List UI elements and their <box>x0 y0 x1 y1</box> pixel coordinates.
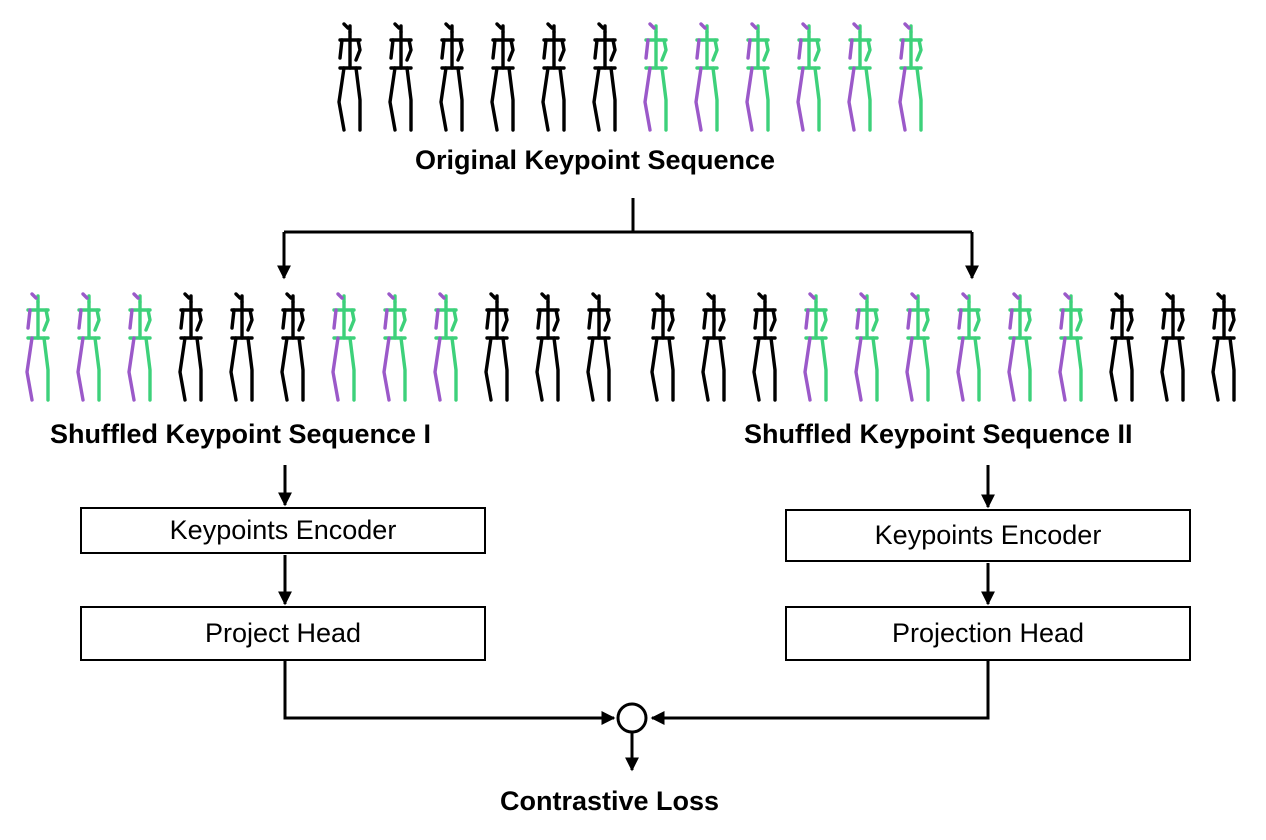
shuffled-sequence-2 <box>650 292 1236 402</box>
skeleton-figure <box>701 292 726 402</box>
skeleton-figure <box>694 22 719 132</box>
arrow-head1-to-loss <box>283 661 616 725</box>
skeleton-figure <box>229 292 254 402</box>
skeleton-figure <box>433 292 458 402</box>
skeleton-figure <box>541 22 566 132</box>
arrow-head2-to-loss <box>650 661 990 725</box>
skeleton-figure <box>490 22 515 132</box>
skeleton-figure <box>1109 292 1134 402</box>
skeleton-figure <box>854 292 879 402</box>
similarity-node <box>616 702 648 734</box>
original-sequence <box>337 22 923 132</box>
skeleton-figure <box>650 292 675 402</box>
skeleton-figure <box>803 292 828 402</box>
split-connector <box>277 198 979 280</box>
shuffled-sequence-2-label: Shuffled Keypoint Sequence II <box>744 419 1133 449</box>
skeleton-figure <box>643 22 668 132</box>
skeleton-figure <box>331 292 356 402</box>
skeleton-figure <box>586 292 611 402</box>
skeleton-figure <box>898 22 923 132</box>
skeleton-figure <box>905 292 930 402</box>
skeleton-figure <box>847 22 872 132</box>
keypoints-encoder-1: Keypoints Encoder <box>80 507 486 554</box>
shuffled-sequence-1 <box>25 292 611 402</box>
skeleton-figure <box>280 292 305 402</box>
projection-head-2: Projection Head <box>785 606 1191 661</box>
skeleton-figure <box>484 292 509 402</box>
skeleton-figure <box>127 292 152 402</box>
skeleton-figure <box>752 292 777 402</box>
skeleton-figure <box>956 292 981 402</box>
skeleton-figure <box>1007 292 1032 402</box>
shuffled-sequence-1-label: Shuffled Keypoint Sequence I <box>50 419 432 449</box>
skeleton-figure <box>1058 292 1083 402</box>
skeleton-figure <box>382 292 407 402</box>
original-sequence-label: Original Keypoint Sequence <box>415 145 776 175</box>
skeleton-figure <box>388 22 413 132</box>
skeleton-figure <box>337 22 362 132</box>
skeleton-figure <box>1211 292 1236 402</box>
skeleton-figure <box>796 22 821 132</box>
project-head-1: Project Head <box>80 606 486 661</box>
skeleton-figure <box>76 292 101 402</box>
skeleton-figure <box>178 292 203 402</box>
branch-arrows <box>278 465 995 772</box>
skeleton-figure <box>592 22 617 132</box>
contrastive-loss-label: Contrastive Loss <box>500 786 720 816</box>
keypoints-encoder-2: Keypoints Encoder <box>785 509 1191 562</box>
skeleton-figure <box>1160 292 1185 402</box>
skeleton-figure <box>745 22 770 132</box>
skeleton-figure <box>25 292 50 402</box>
skeleton-figure <box>535 292 560 402</box>
skeleton-figure <box>439 22 464 132</box>
